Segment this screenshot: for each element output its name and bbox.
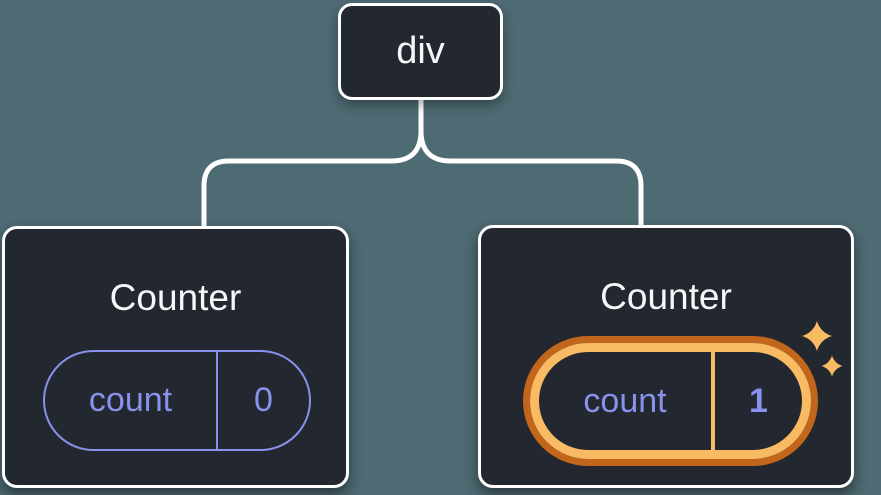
state-pill: count 0 — [43, 350, 311, 451]
component-title: Counter — [600, 276, 732, 317]
state-value: 1 — [749, 381, 768, 420]
component-title: Counter — [109, 277, 242, 318]
counter-card-right: Counter count 1 — [478, 225, 854, 488]
state-key-label: count — [583, 381, 667, 420]
state-value: 0 — [254, 381, 273, 419]
root-node-div: div — [338, 3, 503, 100]
state-pill-highlighted: count 1 — [530, 343, 811, 459]
connector-right-branch — [418, 100, 644, 228]
root-node-label: div — [396, 30, 445, 72]
connector-left-branch — [201, 100, 424, 228]
pill-divider — [711, 352, 715, 450]
counter-card-left: Counter count 0 — [2, 226, 349, 488]
pill-divider — [216, 352, 218, 449]
state-key-label: count — [88, 381, 173, 419]
